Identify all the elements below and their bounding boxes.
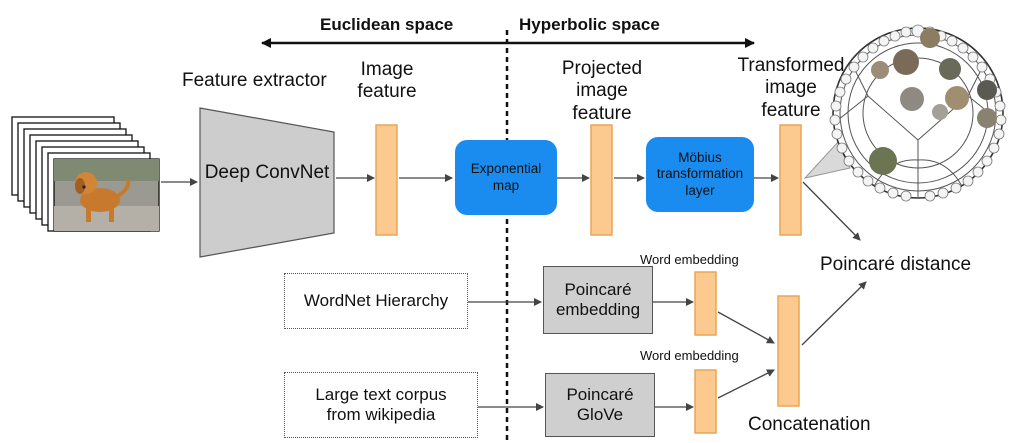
poincare-disc xyxy=(829,24,1007,202)
wordnet-hierarchy-box: WordNet Hierarchy xyxy=(284,273,468,329)
transformed-feature-label: Transformed image feature xyxy=(737,55,845,121)
image-feature-bar xyxy=(375,124,398,236)
euclidean-space-label: Euclidean space xyxy=(320,15,454,34)
deep-convnet-label: Deep ConvNet xyxy=(204,161,330,183)
dog-photo xyxy=(75,172,131,222)
deep-convnet-trapezoid xyxy=(199,107,335,258)
poincare-distance-label: Poincaré distance xyxy=(820,254,972,275)
hyperbolic-space-label: Hyperbolic space xyxy=(519,15,660,34)
exponential-map-box: Exponential map xyxy=(455,140,557,215)
concatenation-label: Concatenation xyxy=(748,414,871,435)
feature-extractor-label: Feature extractor xyxy=(182,70,327,91)
poincare-embedding-box: Poincaré embedding xyxy=(543,266,653,334)
word-embedding-bar-2 xyxy=(694,369,717,434)
word-embedding-bar-1 xyxy=(694,271,717,336)
projected-feature-label: Projected image feature xyxy=(561,58,643,124)
word-embedding-label-1: Word embedding xyxy=(640,252,739,267)
projected-feature-bar xyxy=(590,124,613,236)
animal-thumbnails xyxy=(869,28,997,175)
image-stack xyxy=(11,116,160,232)
word-embedding-label-2: Word embedding xyxy=(640,348,739,363)
text-corpus-box: Large text corpus from wikipedia xyxy=(284,372,478,438)
poincare-glove-box: Poincaré GloVe xyxy=(545,373,655,437)
image-feature-label: Image feature xyxy=(357,59,417,103)
concatenation-bar xyxy=(777,295,800,407)
mobius-transformation-box: Möbius transformation layer xyxy=(646,137,754,212)
transformed-feature-bar xyxy=(779,124,802,236)
